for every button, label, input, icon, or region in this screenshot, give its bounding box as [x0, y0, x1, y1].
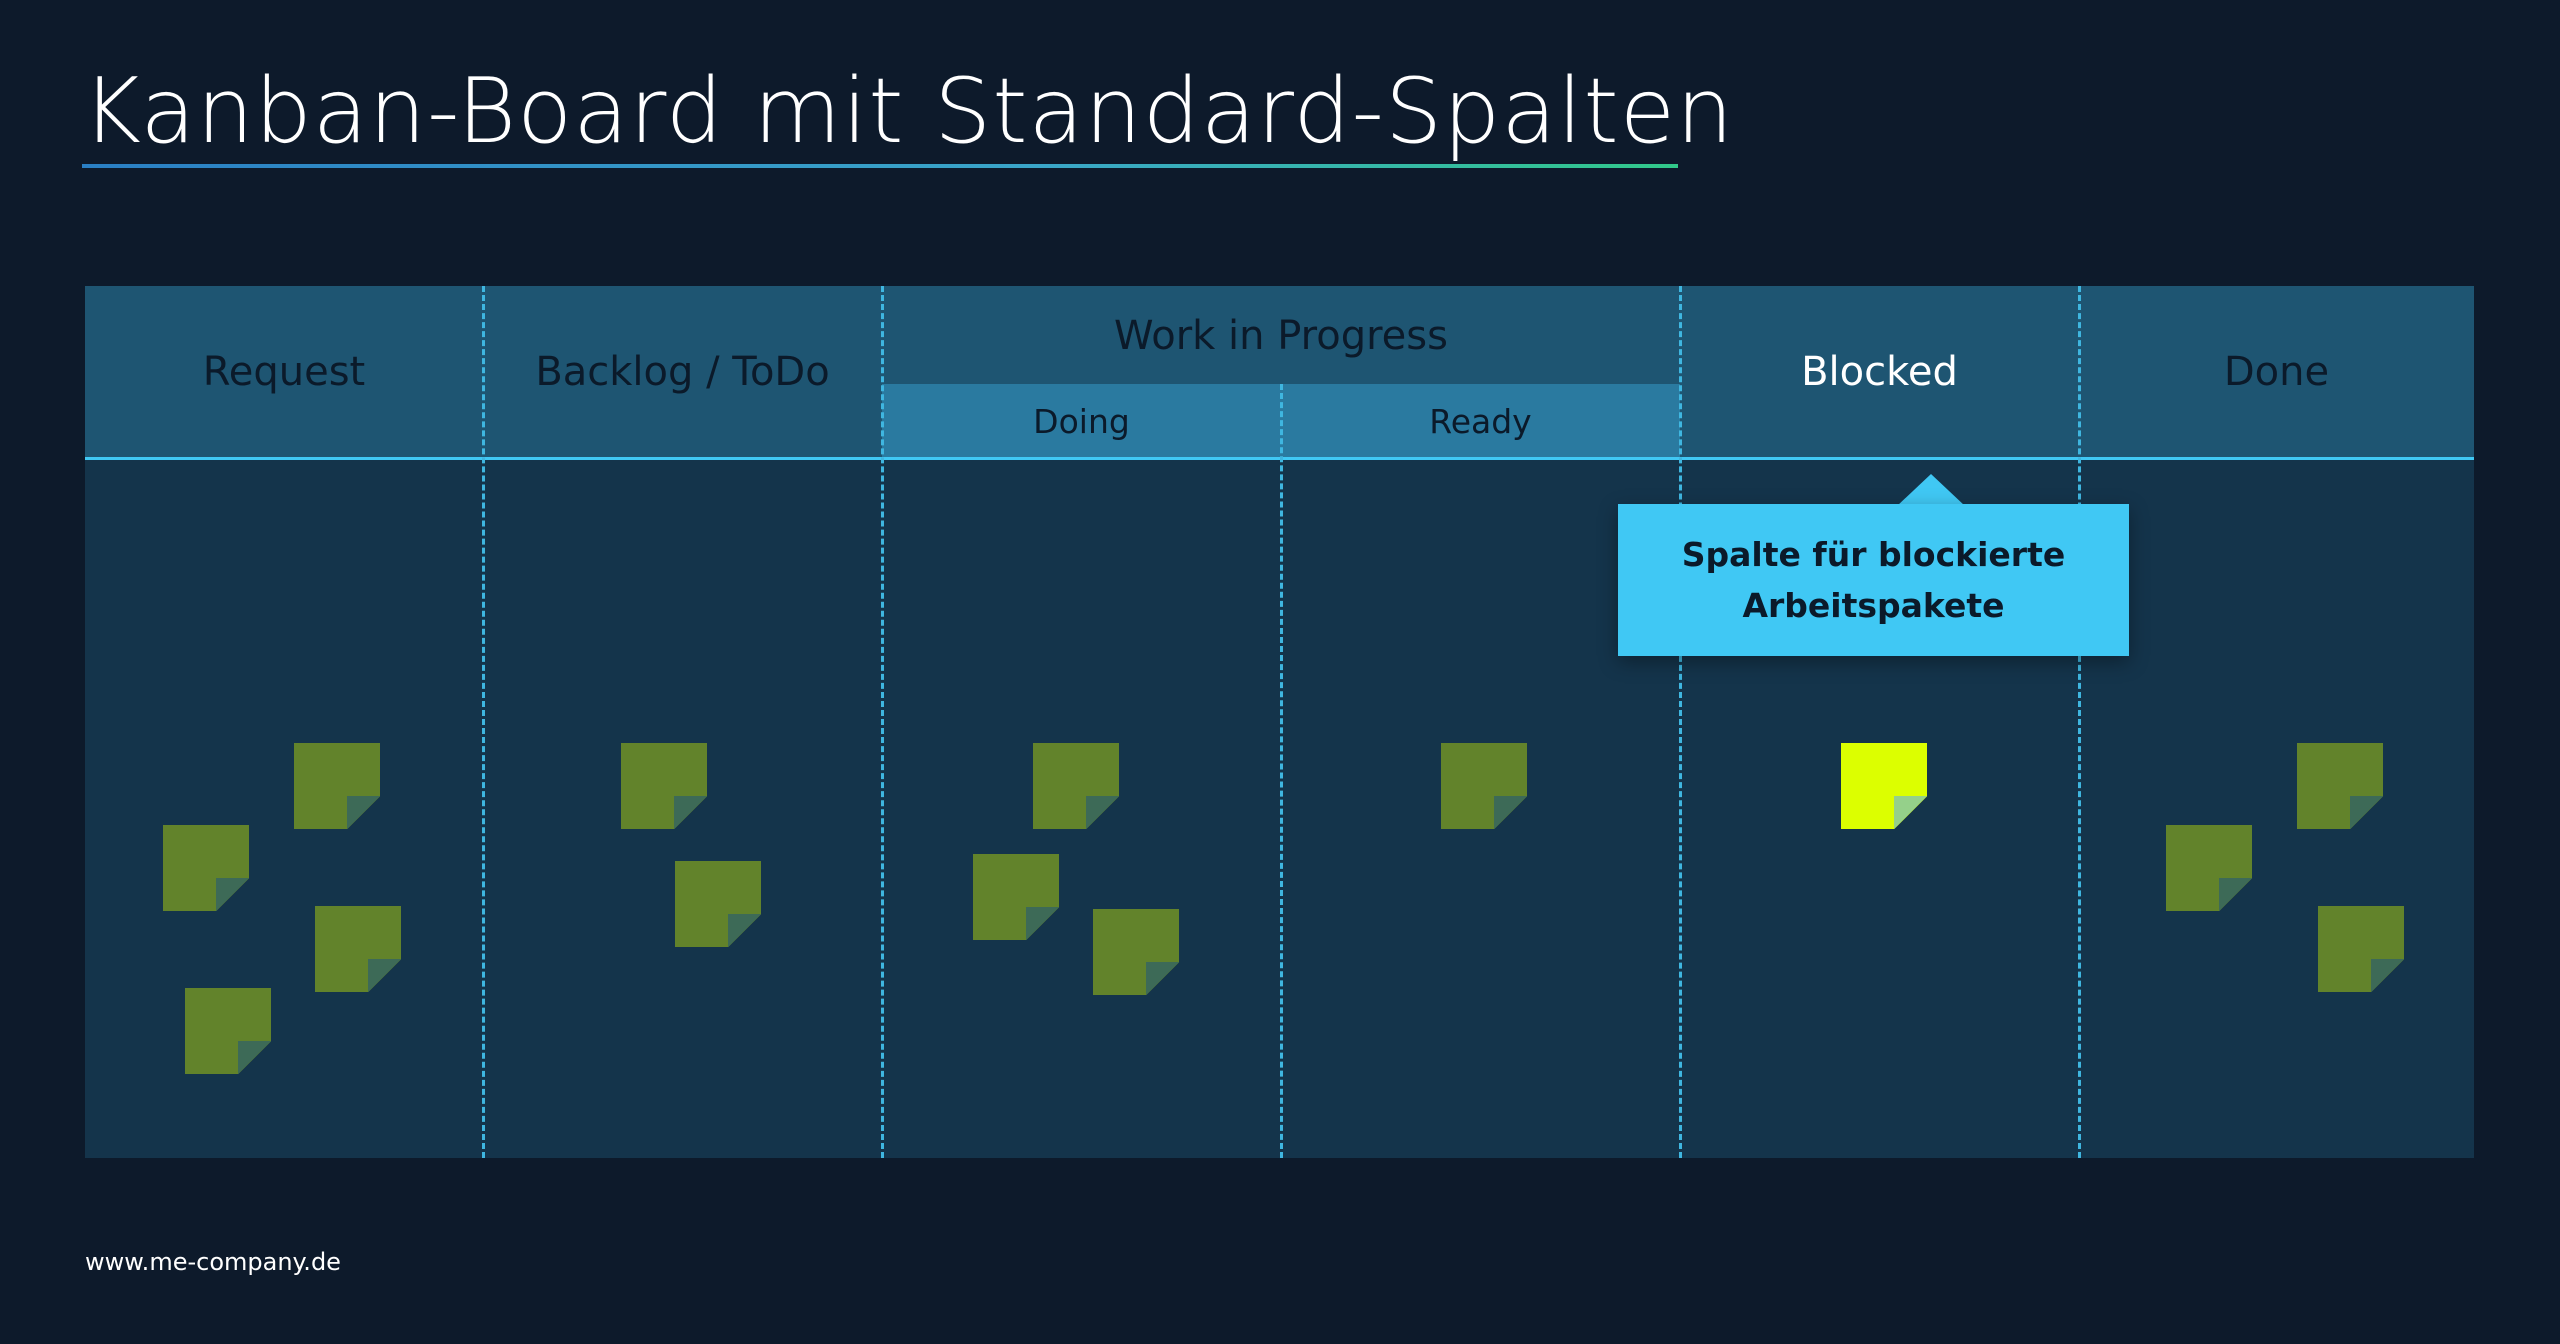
kanban-board: Request Backlog / ToDo Work in Progress … — [85, 286, 2474, 1158]
blocked-sticky-note-card[interactable] — [1841, 743, 1927, 829]
note-fold — [1026, 907, 1059, 940]
column-blocked-title: Blocked — [1801, 349, 1958, 395]
sticky-note-card[interactable] — [1033, 743, 1119, 829]
sticky-note-card[interactable] — [163, 825, 249, 911]
column-divider — [1679, 286, 1682, 1158]
note-fold — [2371, 959, 2404, 992]
note-fold — [728, 914, 761, 947]
title-underline — [82, 164, 1678, 168]
callout-arrow — [1897, 474, 1965, 506]
note-fold — [1086, 796, 1119, 829]
sticky-note-card[interactable] — [2318, 906, 2404, 992]
blocked-callout: Spalte für blockierte Arbeitspakete — [1618, 504, 2129, 656]
sticky-note-card[interactable] — [675, 861, 761, 947]
sticky-note-card[interactable] — [2297, 743, 2383, 829]
note-fold — [2219, 878, 2252, 911]
sticky-note-card[interactable] — [185, 988, 271, 1074]
page-title: Kanban-Board mit Standard-Spalten — [82, 59, 1735, 164]
note-fold — [347, 796, 380, 829]
footer-url: www.me-company.de — [85, 1248, 341, 1276]
sticky-note-card[interactable] — [973, 854, 1059, 940]
note-fold — [2350, 796, 2383, 829]
column-divider — [1280, 384, 1283, 1158]
sticky-note-card[interactable] — [1093, 909, 1179, 995]
sticky-note-card[interactable] — [1441, 743, 1527, 829]
sticky-note-card[interactable] — [2166, 825, 2252, 911]
note-fold — [1146, 962, 1179, 995]
note-fold — [238, 1041, 271, 1074]
column-request-title: Request — [202, 349, 366, 395]
note-fold — [1894, 796, 1927, 829]
column-doing-title: Doing — [1033, 401, 1130, 441]
column-wip-title: Work in Progress — [1114, 313, 1448, 359]
callout-line-2: Arbeitspakete — [1742, 586, 2005, 625]
sticky-note-card[interactable] — [315, 906, 401, 992]
sticky-note-card[interactable] — [621, 743, 707, 829]
sticky-note-card[interactable] — [294, 743, 380, 829]
note-fold — [216, 878, 249, 911]
column-done-title: Done — [2223, 349, 2330, 395]
column-ready-title: Ready — [1429, 401, 1532, 441]
column-divider — [482, 286, 485, 1158]
column-backlog-title: Backlog / ToDo — [535, 349, 830, 395]
note-fold — [1494, 796, 1527, 829]
column-divider — [881, 286, 884, 1158]
callout-line-1: Spalte für blockierte — [1681, 534, 2066, 574]
column-divider — [2078, 286, 2081, 1158]
header-rule — [85, 457, 2474, 460]
note-fold — [368, 959, 401, 992]
note-fold — [674, 796, 707, 829]
